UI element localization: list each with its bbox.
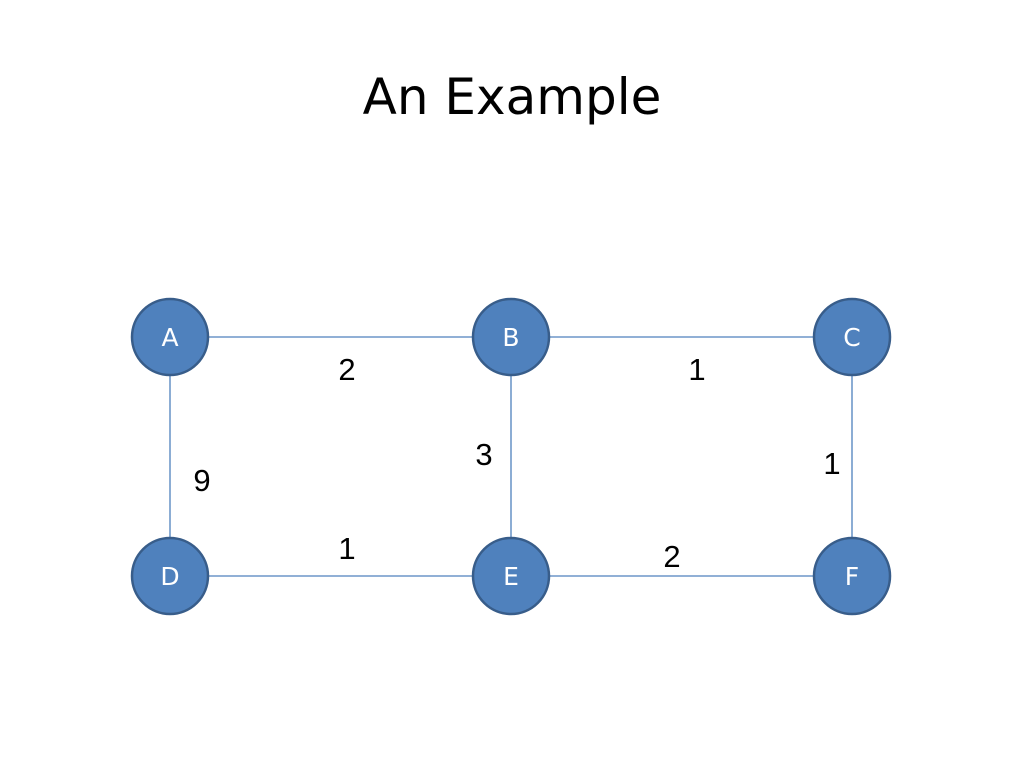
node-circle	[812, 536, 892, 616]
node-circle	[471, 536, 551, 616]
node-a: A	[130, 297, 210, 377]
node-c: C	[812, 297, 892, 377]
node-f: F	[812, 536, 892, 616]
slide-title: An Example	[362, 68, 662, 126]
node-d: D	[130, 536, 210, 616]
edge-weight-a-b: 2	[338, 352, 355, 387]
edges-layer	[169, 336, 853, 577]
node-circle	[130, 297, 210, 377]
node-e: E	[471, 536, 551, 616]
node-label: F	[845, 562, 859, 591]
node-label: B	[502, 323, 519, 352]
edge-weight-b-e: 3	[475, 437, 492, 472]
node-label: C	[843, 323, 860, 352]
edge-weights-layer: 2 1 9 3 1 1 2	[193, 352, 840, 574]
node-b: B	[471, 297, 551, 377]
edge-weight-c-f: 1	[823, 446, 840, 481]
edge-weight-a-d: 9	[193, 463, 210, 498]
node-circle	[471, 297, 551, 377]
nodes-layer: A B C D E F	[130, 297, 892, 616]
edge-weight-d-e: 1	[338, 531, 355, 566]
edge-weight-e-f: 2	[663, 539, 680, 574]
node-label: E	[503, 562, 519, 591]
node-circle	[130, 536, 210, 616]
edge-weight-b-c: 1	[688, 352, 705, 387]
node-circle	[812, 297, 892, 377]
node-label: D	[160, 562, 179, 591]
node-label: A	[161, 323, 178, 352]
